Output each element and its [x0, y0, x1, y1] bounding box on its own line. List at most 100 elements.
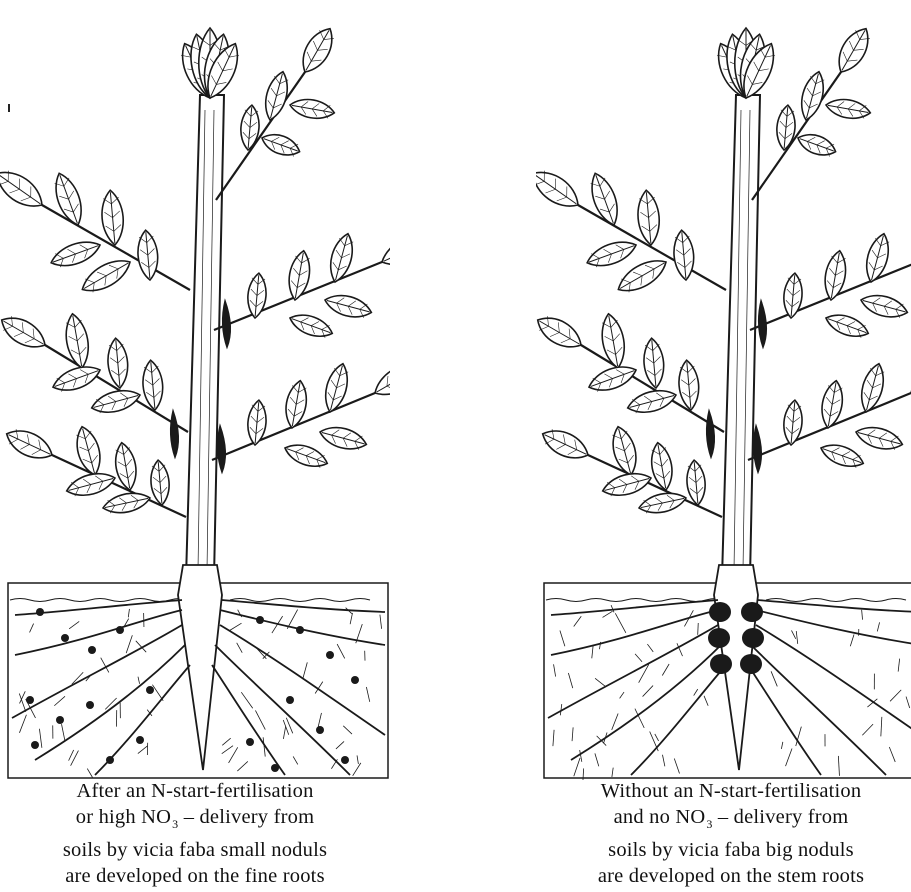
fine-root: [222, 746, 233, 754]
nodule-small: [341, 756, 349, 764]
nodule-small: [286, 696, 294, 704]
leaflet: [824, 96, 871, 122]
fine-root: [222, 738, 230, 745]
fine-root: [796, 631, 797, 644]
fine-root: [786, 748, 792, 766]
nodule-small: [351, 676, 359, 684]
leaflet: [637, 489, 688, 517]
fine-root: [655, 734, 659, 741]
fine-root: [704, 696, 708, 706]
right-caption-line2-pre: and no NO: [614, 806, 706, 828]
fine-root: [771, 671, 777, 686]
stipule: [706, 410, 714, 458]
right-caption-line1: Without an N-start-fertilisation: [536, 778, 911, 804]
fine-root: [850, 634, 854, 646]
fine-root: [595, 753, 599, 766]
fine-root: [39, 729, 41, 748]
fine-root: [603, 611, 613, 617]
nodule-small: [296, 626, 304, 634]
plant-art: [536, 23, 911, 780]
fine-root: [237, 761, 247, 771]
leaflet: [259, 130, 303, 161]
left-plant-drawing: [0, 0, 390, 780]
fine-root: [230, 623, 242, 630]
fine-root: [898, 659, 899, 672]
leaflet: [685, 459, 707, 505]
fine-root: [560, 630, 565, 646]
nodule-small: [256, 616, 264, 624]
fine-root: [128, 609, 129, 617]
nodule-small: [86, 701, 94, 709]
leaflet: [326, 231, 358, 284]
plant-art: [0, 23, 390, 778]
fine-root: [62, 724, 66, 741]
leaflet: [48, 236, 104, 272]
leaflet: [288, 96, 335, 122]
leaflet: [642, 337, 666, 389]
leaflet: [858, 291, 909, 322]
leaflet: [782, 272, 804, 318]
leaflet: [672, 229, 696, 281]
lateral-root: [212, 665, 285, 775]
fine-root: [138, 677, 140, 684]
fine-root: [694, 689, 698, 695]
leaflet: [598, 312, 628, 370]
right-caption: Without an N-start-fertilisation and no …: [536, 778, 911, 889]
leaflet: [584, 236, 640, 272]
fine-root: [781, 742, 782, 749]
fine-root: [337, 644, 345, 658]
fine-root: [380, 615, 382, 629]
nodule-small: [56, 716, 64, 724]
nodule-small: [326, 651, 334, 659]
fine-root: [906, 697, 910, 708]
fine-root: [343, 726, 352, 734]
fine-root: [554, 664, 556, 676]
fine-root: [580, 750, 582, 762]
right-caption-line2: and no NO3 – delivery from: [536, 804, 911, 837]
leaflet: [149, 459, 171, 505]
nodule-big: [740, 654, 762, 674]
right-plant-panel: Without an N-start-fertilisation and no …: [536, 0, 911, 892]
nodule-small: [246, 738, 254, 746]
leaflet: [100, 189, 126, 246]
fine-root: [698, 623, 699, 635]
fine-root: [615, 613, 626, 633]
leaflet: [795, 130, 839, 161]
leaflet: [818, 440, 866, 472]
fine-root: [595, 678, 606, 687]
lateral-root: [756, 625, 911, 735]
nodule-small: [106, 756, 114, 764]
nodule-small: [316, 726, 324, 734]
leaflet: [239, 104, 261, 150]
fine-root: [635, 654, 642, 662]
leaflet: [823, 310, 871, 342]
fine-root: [862, 724, 873, 735]
nodule-big: [710, 654, 732, 674]
nodule-big: [741, 602, 763, 622]
leaflet: [285, 249, 313, 302]
fine-root: [71, 751, 79, 766]
nodule-small: [26, 696, 34, 704]
leaflet: [857, 361, 889, 414]
lateral-root: [551, 600, 718, 615]
left-caption-line3: soils by vicia faba small noduls: [0, 837, 390, 863]
fine-root: [620, 692, 624, 698]
lateral-root: [551, 610, 718, 655]
leaflet: [106, 337, 130, 389]
fine-root: [69, 621, 79, 628]
leaflet: [677, 359, 701, 411]
leaflet: [321, 361, 353, 414]
leaflet: [295, 23, 339, 78]
right-caption-line4: are developed on the stem roots: [536, 863, 911, 889]
nodule-big: [742, 628, 764, 648]
leaflet: [377, 229, 390, 273]
stem: [186, 95, 224, 578]
lateral-root: [748, 665, 821, 775]
leaflet: [369, 356, 390, 403]
stipule: [222, 300, 230, 348]
fine-root: [255, 710, 265, 729]
fine-root: [791, 630, 795, 638]
fine-root: [890, 690, 901, 701]
left-caption-line2-post: – delivery from: [178, 806, 314, 828]
fine-root: [662, 664, 669, 676]
